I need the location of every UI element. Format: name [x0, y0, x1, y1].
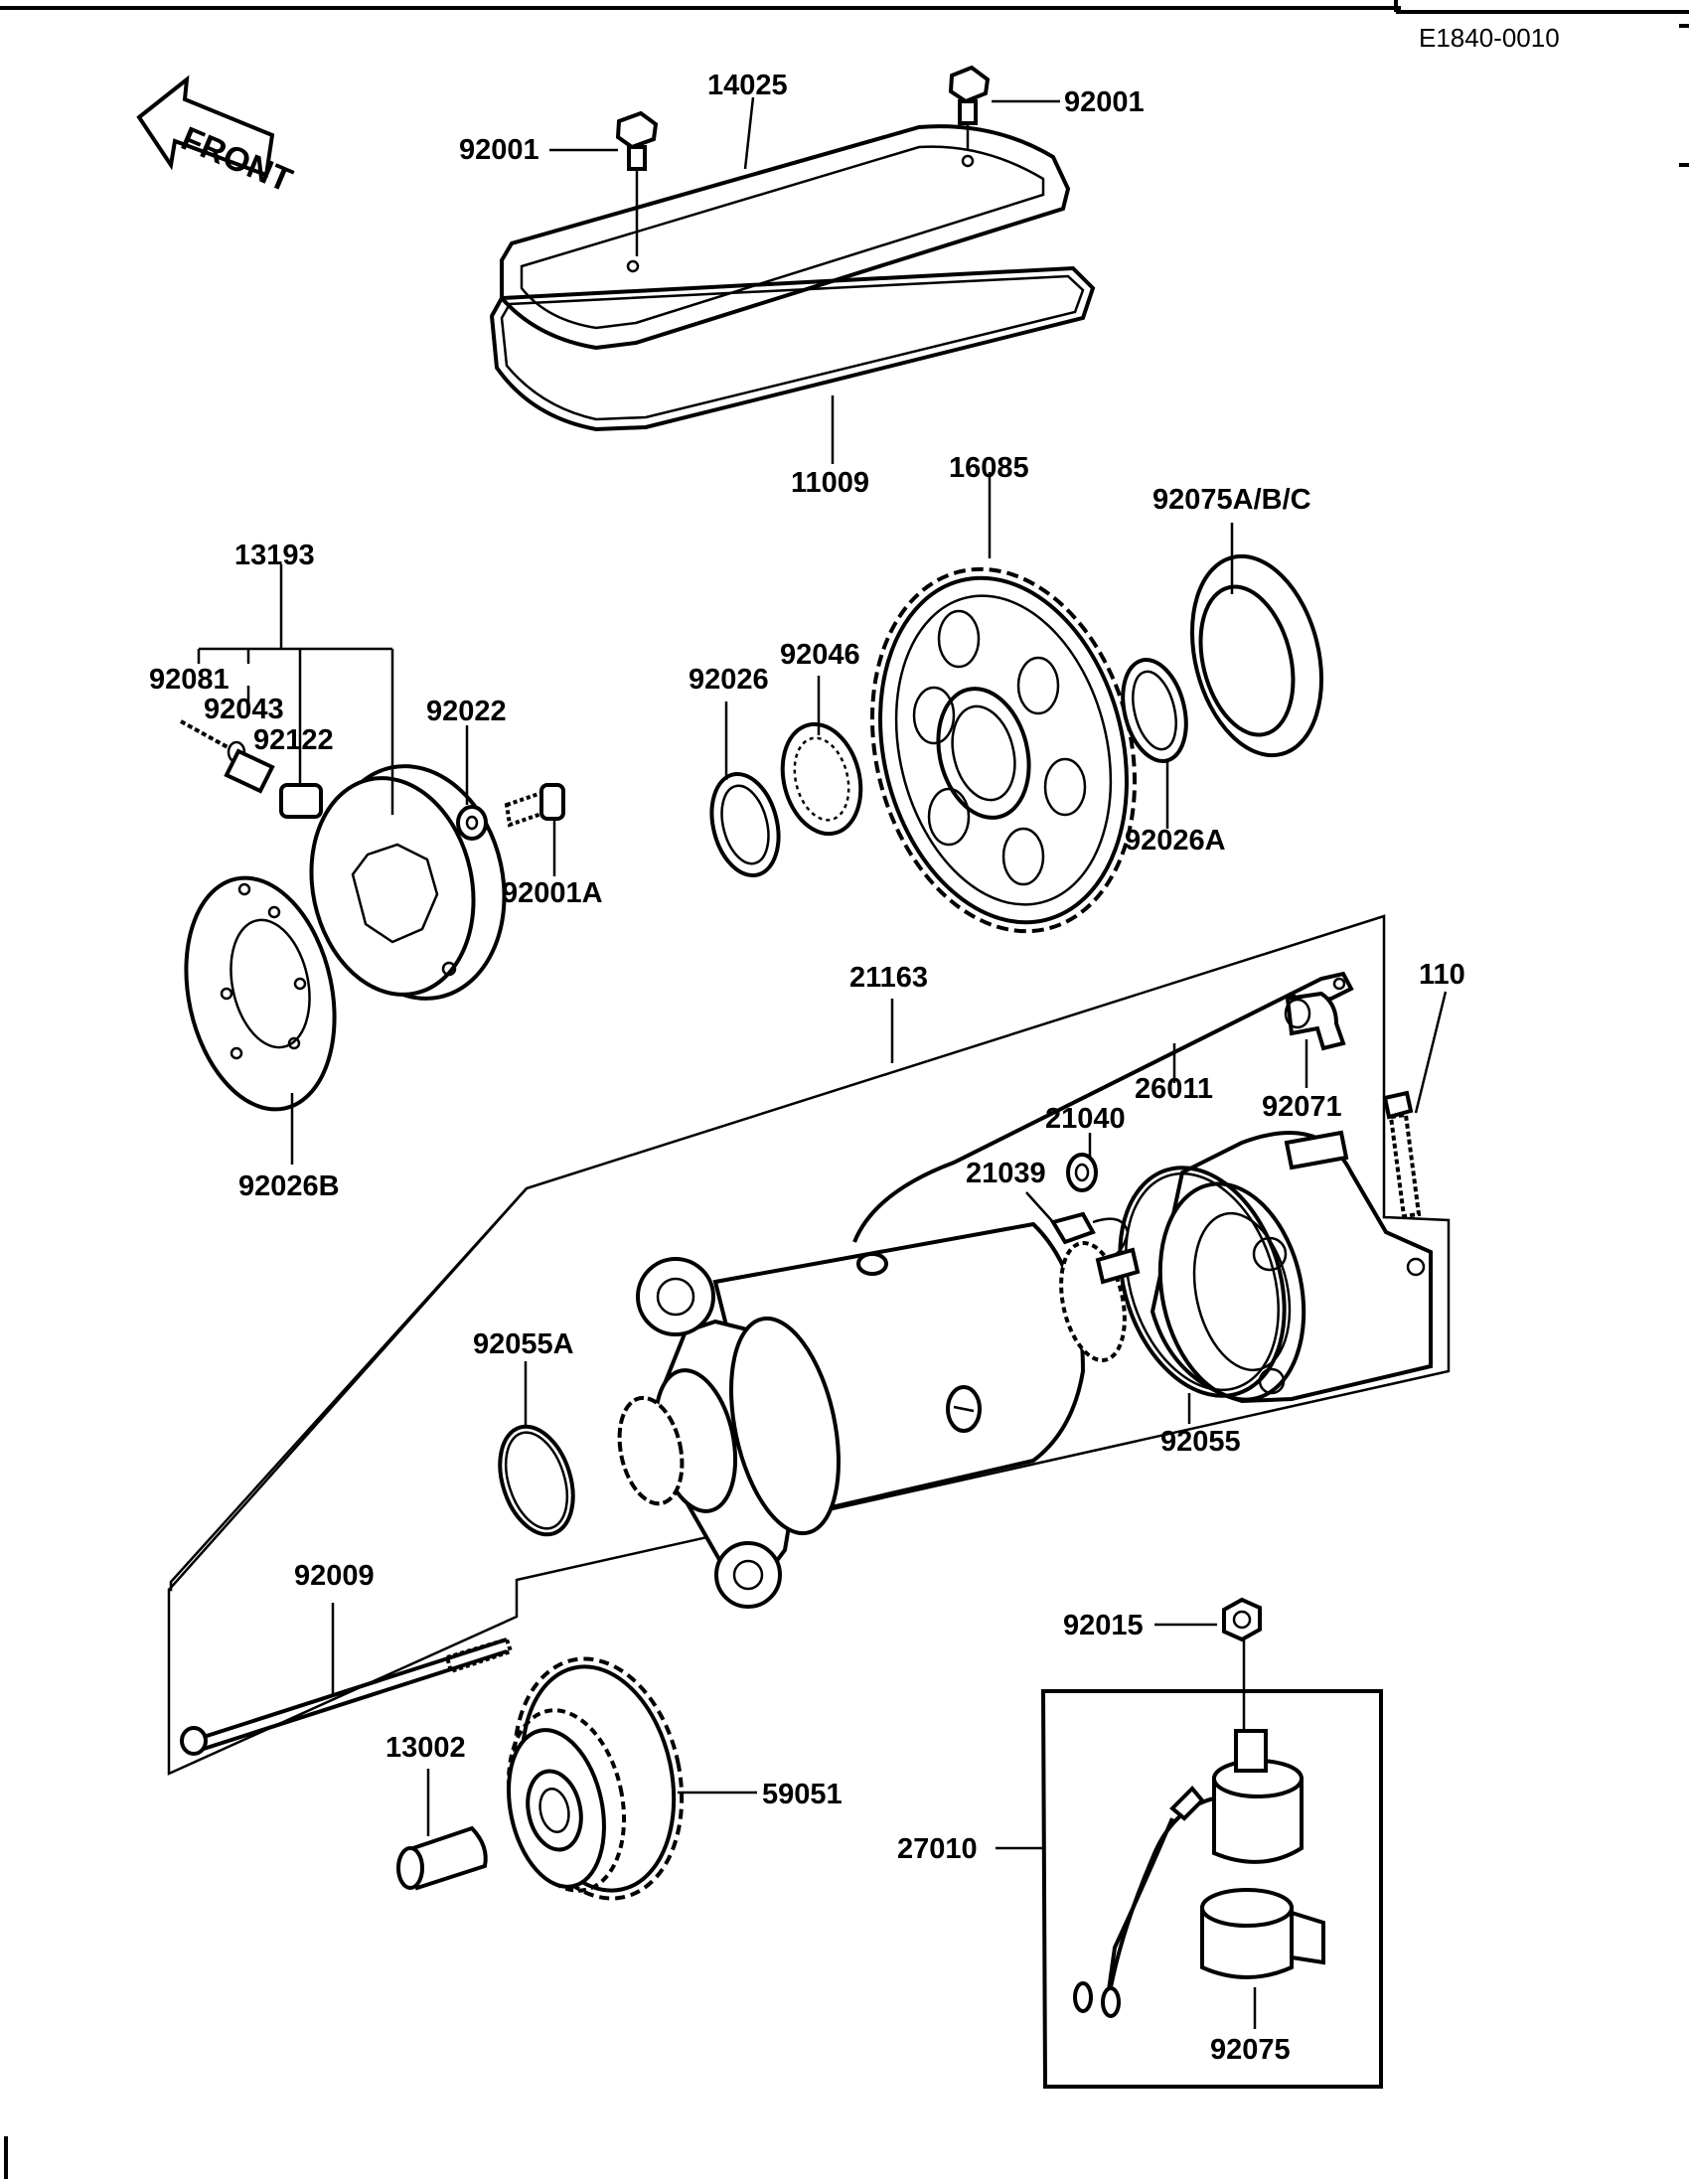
front-arrow-icon: FRONT [136, 75, 298, 200]
label-92081: 92081 [149, 664, 230, 696]
bolt-92001a [504, 783, 565, 828]
label-92122: 92122 [253, 724, 334, 756]
needle-bearing-92046 [780, 721, 863, 837]
leader-14025 [743, 96, 755, 170]
through-bolt-92009 [180, 1637, 514, 1756]
grommet-92071 [1284, 991, 1346, 1051]
label-13193: 13193 [234, 540, 315, 571]
nut-92015 [1222, 1597, 1262, 1642]
label-92055: 92055 [1160, 1426, 1241, 1458]
label-16085: 16085 [949, 452, 1029, 484]
label-92055a: 92055A [473, 1328, 574, 1360]
label-13002: 13002 [385, 1732, 466, 1764]
label-92015: 92015 [1063, 1610, 1144, 1641]
cover-bolt-left [615, 110, 659, 256]
label-27010: 27010 [897, 1833, 978, 1865]
brush-21039 [1049, 1211, 1141, 1285]
washer-92075abc [1189, 553, 1324, 758]
relay-box [1040, 1689, 1383, 2089]
cover-bolt-right [948, 65, 991, 151]
leader-110 [1414, 991, 1448, 1114]
label-11009: 11009 [791, 467, 869, 499]
label-92001-left: 92001 [459, 134, 539, 166]
label-110: 110 [1419, 959, 1465, 991]
starter-cover [500, 124, 1071, 351]
label-92043: 92043 [204, 694, 284, 725]
label-92075: 92075 [1210, 2034, 1291, 2066]
label-92026a: 92026A [1125, 825, 1226, 857]
label-21040: 21040 [1045, 1103, 1126, 1135]
cover-gasket [489, 265, 1096, 432]
plate-92026b [184, 875, 337, 1112]
clutch-cap-92043 [224, 748, 275, 794]
label-26011: 26011 [1135, 1073, 1213, 1105]
starter-motor [617, 1221, 1127, 1609]
o-ring-92055a [498, 1424, 575, 1537]
label-59051: 59051 [762, 1779, 843, 1810]
brush-spring-21040 [1066, 1153, 1098, 1192]
shaft-13002 [396, 1825, 488, 1891]
label-92001-right: 92001 [1064, 86, 1145, 118]
motor-end-housing [1150, 1130, 1433, 1404]
washer-92022 [456, 805, 488, 841]
label-92009: 92009 [294, 1560, 375, 1592]
label-92022: 92022 [426, 696, 507, 727]
washer-92026 [709, 771, 781, 878]
starter-relay [1073, 1729, 1304, 2018]
label-92075abc: 92075A/B/C [1152, 484, 1311, 516]
motor-assembly-panel [167, 914, 1451, 1776]
diagram-code: E1840-0010 [1419, 23, 1560, 53]
clutch-roller-92122 [279, 783, 323, 819]
label-14025: 14025 [707, 70, 788, 101]
label-92026b: 92026B [238, 1170, 340, 1202]
starter-clutch-gear [869, 566, 1138, 934]
label-21039: 21039 [966, 1158, 1046, 1189]
o-ring-92055 [1118, 1166, 1287, 1398]
label-92026: 92026 [689, 664, 769, 696]
leader-21039 [1025, 1191, 1054, 1223]
rubber-92075 [1200, 1888, 1325, 1979]
idle-gear-59051 [506, 1656, 685, 1901]
tree-13193 [197, 564, 394, 815]
label-92071: 92071 [1262, 1091, 1342, 1123]
label-92001a: 92001A [502, 877, 603, 909]
label-92046: 92046 [780, 639, 860, 671]
label-21163: 21163 [849, 962, 928, 994]
bolt-110 [1382, 1090, 1422, 1219]
